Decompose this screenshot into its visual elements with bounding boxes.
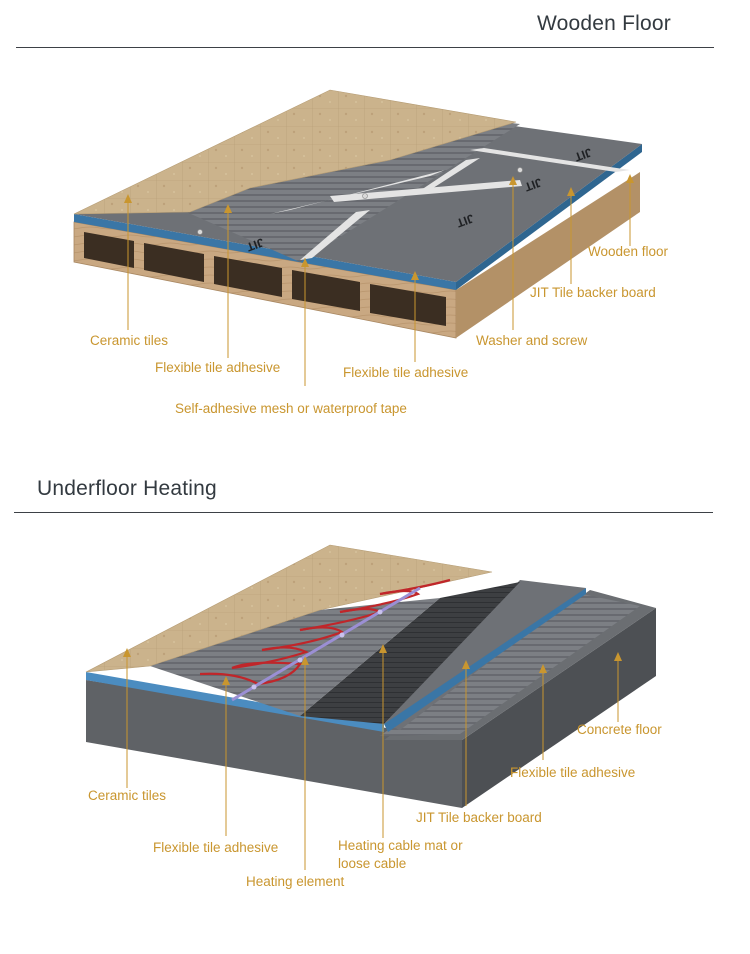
washer-screws xyxy=(197,167,523,235)
underfloor-heating-diagram xyxy=(85,544,656,808)
svg-text:JIT: JIT xyxy=(522,175,544,194)
label-ceramic-tiles-1: Ceramic tiles xyxy=(90,333,168,348)
label-flex-adhesive-bottom: Flexible tile adhesive xyxy=(153,840,278,855)
board-blue-edge xyxy=(74,214,456,290)
label-heating-mat-line2: loose cable xyxy=(338,856,406,871)
label-mesh-tape: Self-adhesive mesh or waterproof tape xyxy=(175,401,407,416)
underfloor-leaders xyxy=(123,644,622,870)
label-flex-adhesive-top: Flexible tile adhesive xyxy=(510,765,635,780)
label-flex-adhesive-2: Flexible tile adhesive xyxy=(343,365,468,380)
concrete-front xyxy=(86,680,462,808)
adhesive-over-mat xyxy=(150,598,440,716)
label-wooden-floor: Wooden floor xyxy=(588,244,669,259)
mesh-tape-strips xyxy=(270,148,630,260)
concrete-side xyxy=(462,608,656,808)
wooden-floor-diagram: JIT JIT JIT JIT xyxy=(73,89,642,339)
heating-element-line xyxy=(231,586,421,702)
wooden-floor-leaders xyxy=(124,174,634,386)
heating-cable-mat xyxy=(300,582,520,724)
section-title-wooden-floor: Wooden Floor xyxy=(537,12,671,35)
label-ceramic-tiles-2: Ceramic tiles xyxy=(88,788,166,803)
section-title-underfloor-heating: Underfloor Heating xyxy=(37,477,217,500)
wooden-base-side xyxy=(456,172,640,338)
wooden-base-cells xyxy=(84,232,446,326)
svg-text:JIT: JIT xyxy=(454,211,476,230)
jit-board-edge-2 xyxy=(384,588,586,732)
section-divider-bottom xyxy=(14,512,713,513)
label-washer-screw: Washer and screw xyxy=(476,333,588,348)
section-divider-top xyxy=(16,47,714,48)
heating-element-nodes xyxy=(251,609,383,690)
label-jit-board-1: JIT Tile backer board xyxy=(530,285,656,300)
heating-cable-loops xyxy=(199,578,451,686)
label-flex-adhesive-1: Flexible tile adhesive xyxy=(155,360,280,375)
label-jit-board-2: JIT Tile backer board xyxy=(416,810,542,825)
svg-text:JIT: JIT xyxy=(244,235,266,254)
board-print-marks: JIT JIT JIT JIT xyxy=(244,145,594,254)
board-blue-edge-side xyxy=(456,144,642,290)
board-blue-edge-2 xyxy=(86,672,384,732)
ceramic-tiles-layer xyxy=(73,89,517,215)
label-heating-mat-line1: Heating cable mat or xyxy=(338,838,463,853)
label-concrete-floor: Concrete floor xyxy=(577,722,662,737)
label-heating-element: Heating element xyxy=(246,874,345,889)
svg-text:JIT: JIT xyxy=(572,145,594,164)
adhesive-over-concrete xyxy=(380,592,640,736)
